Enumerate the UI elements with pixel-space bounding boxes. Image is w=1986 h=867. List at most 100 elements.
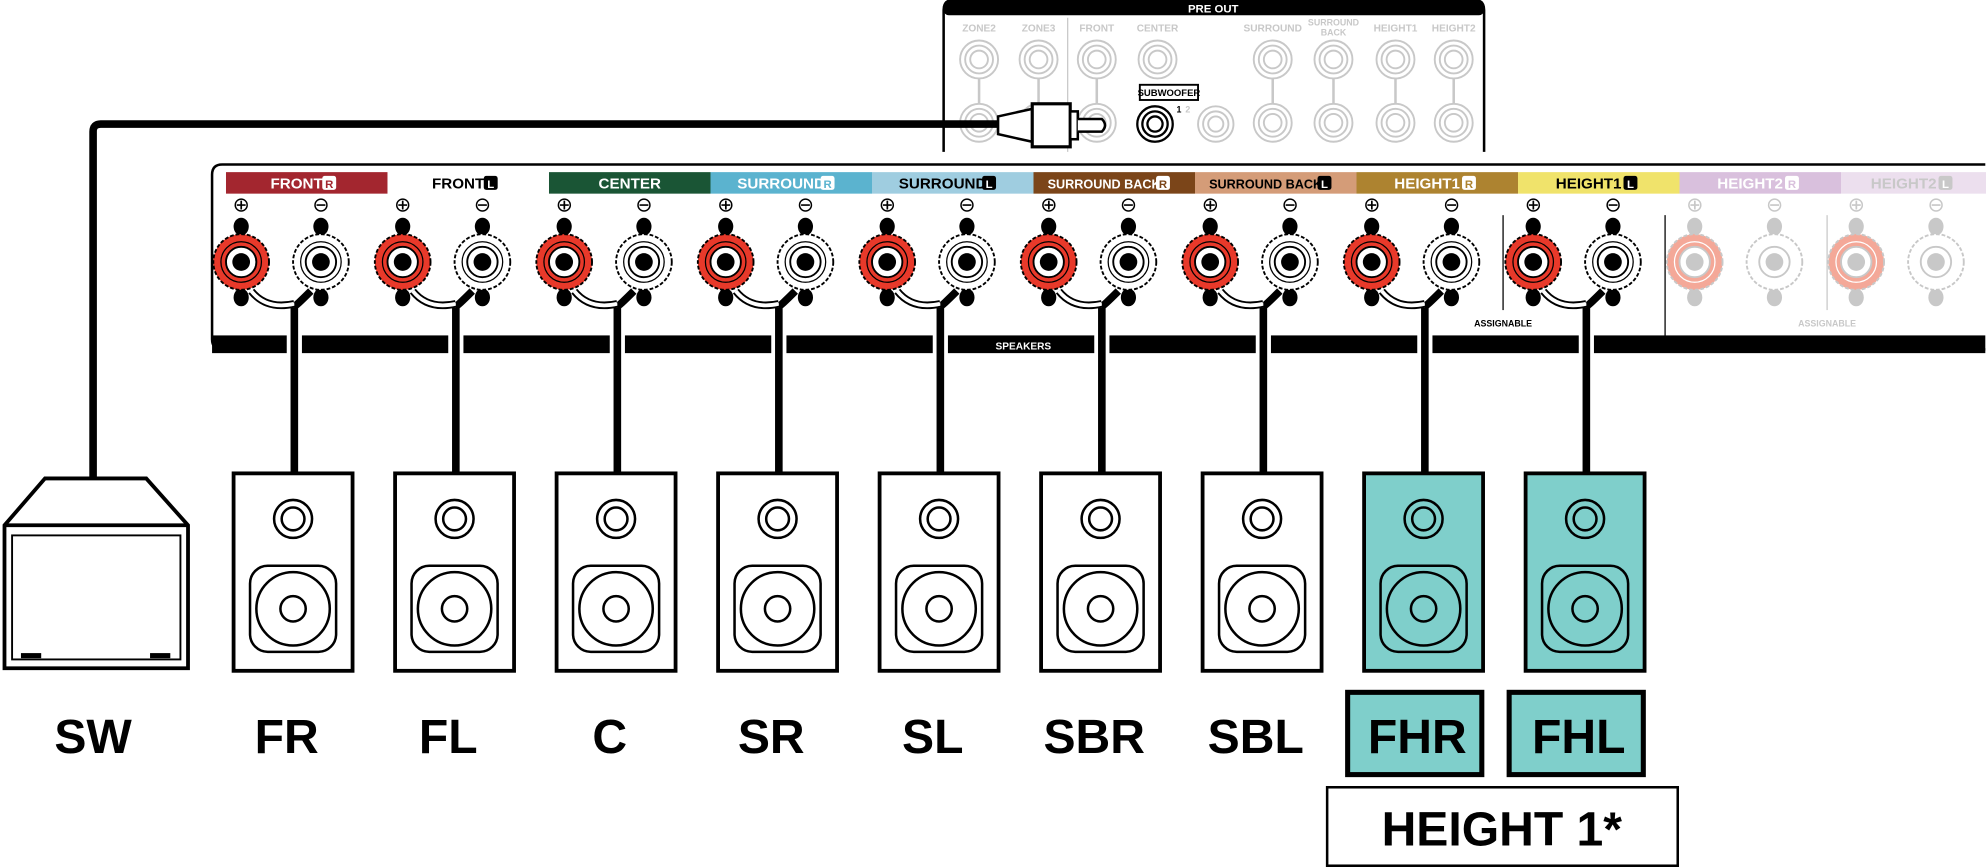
- speaker-label: FHL: [1532, 710, 1625, 764]
- rca-jack-icon: [1197, 105, 1235, 143]
- channel-side-badge: [1938, 175, 1953, 190]
- speaker-wire-plus-inner: [249, 289, 295, 308]
- terminal-tab: [1120, 288, 1137, 307]
- terminal-tab: [474, 217, 491, 236]
- terminal-tab: [1041, 288, 1057, 307]
- speaker-wire-minus: [938, 288, 960, 311]
- channel-label: HEIGHT1: [1556, 176, 1622, 193]
- rca-jack-icon: [1142, 44, 1173, 75]
- rca-plug-collar: [1068, 110, 1080, 141]
- speaker-sr: SR: [716, 307, 839, 764]
- rca-jack-icon: [1318, 107, 1349, 138]
- speaker-sbr: SBR: [1039, 307, 1162, 764]
- terminal-tab: [797, 288, 814, 307]
- speaker-wire-minus: [454, 288, 475, 311]
- minus-icon: ⊖: [474, 194, 491, 216]
- terminal-tab: [1202, 217, 1218, 236]
- terminal-hole: [1685, 253, 1704, 271]
- speaker-wire-plus-inner: [1057, 289, 1103, 308]
- tweeter-inner: [441, 506, 468, 532]
- terminal-tab: [879, 288, 895, 307]
- speaker-label: FR: [255, 710, 319, 764]
- channel-label: SURROUND BACK: [1048, 178, 1162, 192]
- channel-side-letter: R: [823, 179, 831, 191]
- plus-icon: ⊕: [233, 194, 250, 216]
- minus-icon: ⊖: [1927, 194, 1944, 216]
- terminal-hole: [878, 253, 897, 271]
- speaker-fl: FL: [393, 307, 516, 764]
- terminal-tab: [233, 217, 249, 236]
- minus-icon: ⊖: [1604, 194, 1621, 216]
- channel-side-badge: [982, 175, 997, 190]
- subwoofer-foot: [150, 653, 171, 659]
- minus-icon: ⊖: [1443, 194, 1460, 216]
- speaker-wire-minus: [1100, 288, 1121, 311]
- pre-out-jack-label: BACK: [1321, 27, 1347, 37]
- terminal-tab: [636, 288, 652, 307]
- speaker-wire-minus: [1261, 288, 1283, 311]
- minus-icon: ⊖: [1766, 194, 1783, 216]
- channel-label-band: [1195, 172, 1357, 194]
- channel-label: CENTER: [599, 176, 661, 193]
- speaker-label: SW: [54, 710, 132, 764]
- rca-jack-icon: [1023, 44, 1054, 75]
- terminal-tab: [1282, 217, 1298, 236]
- rca-jack-icon: [1081, 44, 1112, 75]
- rca-jack-icon: [1380, 44, 1411, 75]
- speaker-c: C: [554, 307, 678, 764]
- group-label-box: [1325, 785, 1680, 867]
- woofer-dustcap: [1571, 594, 1600, 623]
- subwoofer-foot: [20, 653, 42, 659]
- terminal-tab: [1766, 288, 1783, 307]
- speaker-label: FL: [419, 710, 478, 764]
- rca-plug-body: [1030, 102, 1072, 149]
- speaker-wire-minus: [292, 288, 314, 311]
- terminal-hole: [796, 253, 815, 271]
- speaker-wire-minus: [1423, 288, 1444, 311]
- sub-number-1: 1: [1177, 105, 1182, 115]
- terminal-hole: [393, 253, 412, 271]
- highlight-label-box: [1506, 689, 1646, 778]
- tweeter-inner: [603, 506, 629, 532]
- plus-icon: ⊕: [394, 194, 411, 216]
- speaker-wire-plus-inner: [411, 289, 457, 308]
- channel-side-badge: [1785, 175, 1799, 190]
- channel-side-badge: [322, 175, 337, 190]
- rca-jack-icon: [1202, 110, 1230, 138]
- channel-side-letter: L: [1942, 179, 1949, 191]
- terminal-tab: [313, 288, 329, 307]
- speaker-wire-minus: [777, 288, 798, 311]
- channel-label-band: [225, 172, 388, 194]
- terminal-tab: [1766, 217, 1783, 236]
- pre-out-jack-label: HEIGHT1: [1374, 24, 1418, 35]
- tweeter-inner: [926, 506, 952, 532]
- speaker-sl: SL: [877, 307, 1001, 764]
- subwoofer-cable: [89, 120, 1001, 481]
- speaker-sbl: SBL: [1200, 307, 1324, 764]
- terminal-hole: [1847, 253, 1866, 271]
- speaker-label: C: [592, 710, 627, 764]
- plus-icon: ⊕: [1202, 194, 1219, 216]
- rca-jack-icon: [1438, 107, 1469, 138]
- terminal-hole: [555, 253, 574, 271]
- woofer-dustcap: [763, 594, 792, 623]
- rca-jack-icon: [969, 49, 989, 70]
- speaker-label: SL: [902, 710, 963, 764]
- minus-icon: ⊖: [1281, 194, 1298, 216]
- speaker-fhl: FHL: [1506, 307, 1647, 778]
- terminal-tab: [1928, 217, 1944, 236]
- terminal-tab: [1364, 217, 1380, 236]
- terminal-hole: [958, 253, 976, 271]
- channel-label: FRONT: [432, 176, 485, 193]
- rca-jack-icon: [1443, 49, 1464, 70]
- tweeter-inner: [1087, 506, 1114, 532]
- speaker-wire-plus-inner: [1541, 289, 1587, 308]
- woofer-dustcap: [1248, 594, 1277, 623]
- plus-icon: ⊕: [879, 194, 896, 216]
- speaker-wire-plus-inner: [1380, 289, 1426, 308]
- channel-side-letter: L: [1627, 179, 1634, 191]
